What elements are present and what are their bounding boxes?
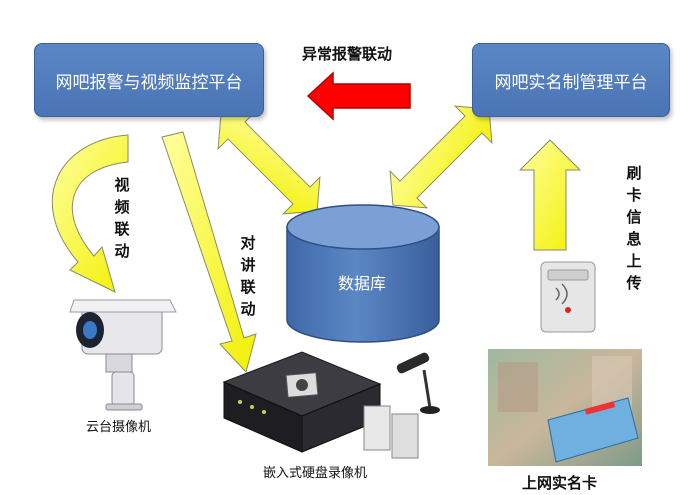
video-curved-arrow bbox=[51, 134, 129, 293]
realname-platform: 网吧实名制管理平台 bbox=[472, 43, 670, 117]
alarm-platform-label: 网吧报警与视频监控平台 bbox=[55, 72, 243, 93]
card-caption: 上网实名卡 bbox=[522, 474, 598, 492]
speaker-icon bbox=[363, 405, 419, 459]
video-link-label: 视频联动 bbox=[114, 176, 130, 260]
camera-caption: 云台摄像机 bbox=[86, 420, 152, 435]
alarm-monitor-platform: 网吧报警与视频监控平台 bbox=[34, 43, 264, 117]
talk-link-label: 对讲联动 bbox=[240, 234, 256, 318]
database-label: 数据库 bbox=[338, 274, 387, 293]
dvr-icon bbox=[222, 351, 382, 453]
microphone-icon bbox=[396, 352, 440, 414]
card-photo bbox=[488, 349, 642, 466]
camera-icon bbox=[69, 299, 177, 411]
talk-long-arrow bbox=[161, 131, 257, 374]
database-cylinder bbox=[286, 204, 440, 343]
card-upload-label: 刷卡信息上传 bbox=[626, 164, 642, 292]
card-reader-icon bbox=[540, 261, 596, 333]
realname-platform-label: 网吧实名制管理平台 bbox=[494, 72, 648, 93]
card-upload-arrow bbox=[518, 139, 582, 251]
alarm-red-arrow bbox=[306, 71, 411, 121]
abnormal-alarm-label: 异常报警联动 bbox=[302, 45, 393, 63]
dvr-caption: 嵌入式硬盘录像机 bbox=[263, 466, 368, 481]
